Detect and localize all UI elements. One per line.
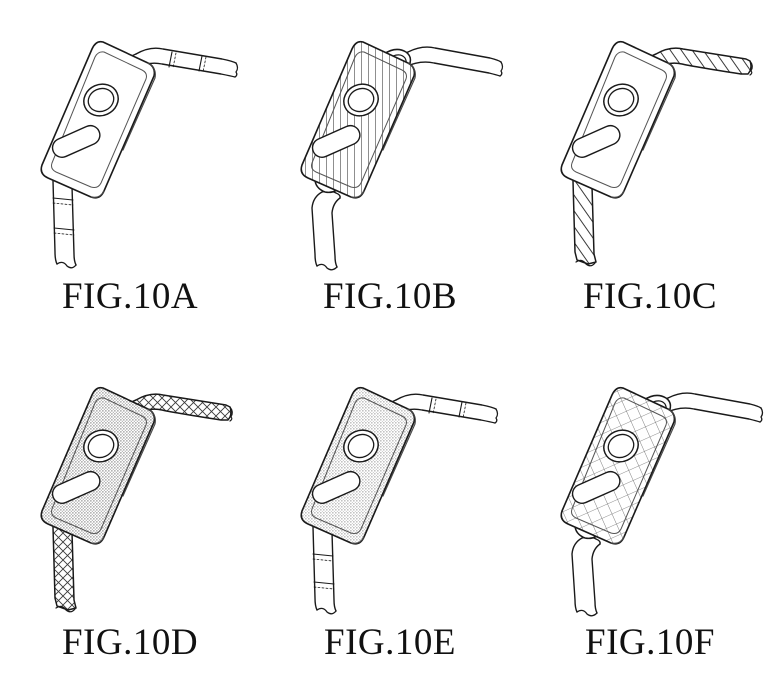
figure-artwork-fig-10b: [260, 16, 520, 274]
watch-case-shape: [560, 40, 676, 199]
figure-caption-fig-10d: FIG.10D: [61, 622, 199, 663]
rotary-crown-shape: [83, 83, 119, 117]
figure-caption-fig-10c: FIG.10C: [582, 276, 718, 317]
side-button-shape: [571, 124, 621, 158]
side-button-shape: [51, 124, 101, 158]
watch-case-shape: [40, 386, 156, 545]
figure-fig-10a: FIG.10A: [0, 16, 260, 315]
watch-case-shape: [560, 386, 676, 545]
rotary-crown-shape: [83, 429, 119, 463]
rotary-crown-shape: [343, 83, 379, 117]
upper-band-shape: [386, 393, 499, 424]
watch-case-shape: [40, 40, 156, 199]
figure-artwork-fig-10a: [0, 16, 260, 274]
figure-fig-10d: FIG.10D: [0, 362, 260, 661]
figure-artwork-fig-10f: [520, 362, 780, 620]
figure-caption-fig-10b: FIG.10B: [322, 276, 458, 317]
figure-fig-10e: FIG.10E: [260, 362, 520, 661]
figure-artwork-fig-10e: [260, 362, 520, 620]
side-button-shape: [51, 470, 101, 504]
figure-caption-fig-10e: FIG.10E: [324, 622, 456, 663]
figure-row-top: FIG.10A: [0, 16, 780, 315]
lower-band-shape: [571, 536, 601, 617]
rotary-crown-shape: [343, 429, 379, 463]
side-button-shape: [311, 470, 361, 504]
rotary-crown-shape: [603, 429, 639, 463]
figure-artwork-fig-10c: [520, 16, 780, 274]
lower-band-shape: [311, 190, 341, 271]
side-button-shape: [571, 470, 621, 504]
figure-row-bottom: FIG.10D: [0, 362, 780, 661]
figure-fig-10b: FIG.10B: [260, 16, 520, 315]
watch-case-shape: [300, 40, 416, 199]
figure-fig-10c: FIG.10C: [520, 16, 780, 315]
figure-caption-fig-10f: FIG.10F: [585, 622, 715, 663]
rotary-crown-shape: [603, 83, 639, 117]
figure-artwork-fig-10d: [0, 362, 260, 620]
side-button-shape: [311, 124, 361, 158]
figure-fig-10f: FIG.10F: [520, 362, 780, 661]
watch-case-shape: [300, 386, 416, 545]
figure-caption-fig-10a: FIG.10A: [61, 276, 199, 317]
